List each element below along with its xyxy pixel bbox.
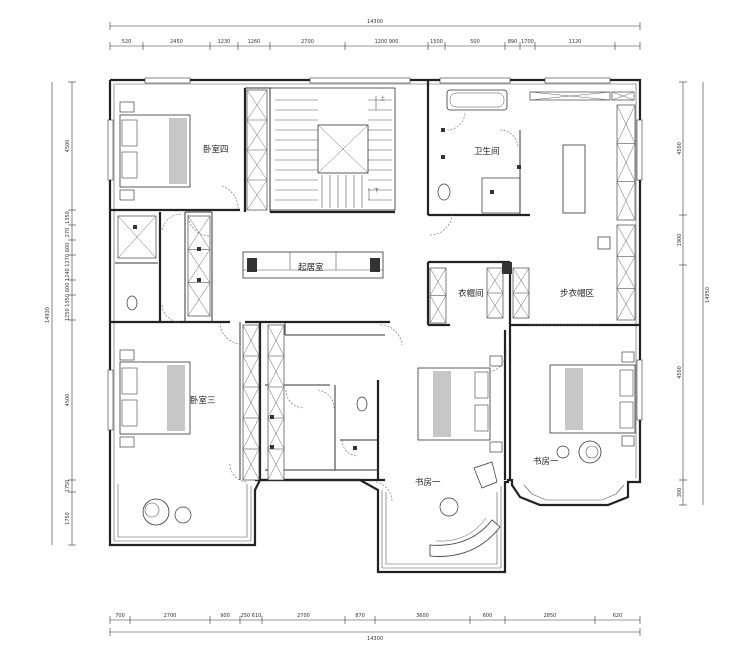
dim-left-segment: 270: [65, 228, 71, 238]
curved-sofa: [429, 461, 501, 557]
dim-left-segment: 600: [65, 283, 71, 293]
dimension-right: 14950 4500 1900 4500 300: [677, 81, 711, 506]
cloak-stool: [597, 236, 611, 250]
cabinets: [117, 89, 636, 481]
dim-left-segment: 1350: [65, 211, 71, 224]
bathtub: [446, 89, 508, 111]
dim-left-segment: 1250 1350: [65, 294, 71, 321]
dim-bottom-segment: 250 610: [241, 613, 262, 619]
dim-left-segment: 4500: [65, 140, 71, 153]
dim-top-segment: 2700: [301, 39, 314, 45]
column: [502, 262, 512, 274]
label-bathroom: 卫生间: [474, 146, 500, 157]
dim-right-segment: 1900: [677, 234, 683, 247]
dim-top-segment: 520: [122, 39, 132, 45]
bed-study2: [549, 351, 636, 447]
exterior-walls: [107, 77, 643, 574]
dimension-bottom: 14300 700 2700 900 250 610 2700 870 3600 600 285…: [109, 613, 641, 642]
dim-bottom-segment: 700: [115, 613, 125, 619]
dim-top-segment: 500: [470, 39, 480, 45]
dim-left-segment: 1240 1270: [65, 254, 71, 281]
dim-bottom-segment: 620: [613, 613, 623, 619]
dim-bottom-segment: 2700: [297, 613, 310, 619]
dim-top-segment: 1500: [430, 39, 443, 45]
shower-box: [481, 177, 521, 214]
bay-chairs: [556, 440, 602, 464]
dim-top-segment: 2450: [170, 39, 183, 45]
dim-right-segment: 4500: [677, 142, 683, 155]
dim-left-segment: 600: [65, 243, 71, 253]
dim-bottom-segment: 2700: [164, 613, 177, 619]
dimension-top: 14300 520 2450 1230 1260 2700 1200 900 1500 500…: [109, 19, 641, 50]
dim-bottom-segment: 3600: [416, 613, 429, 619]
label-cloakroom: 步衣帽区: [560, 288, 595, 299]
dim-left-segment: 4500: [65, 394, 71, 407]
dim-bottom-segment: 2850: [544, 613, 557, 619]
dim-bottom-segment: 600: [483, 613, 493, 619]
stair-up-label: 上: [380, 95, 385, 102]
island-cabinet: [562, 144, 586, 214]
toilet-icons: [126, 183, 451, 412]
label-bedroom3: 卧室三: [190, 395, 216, 406]
dim-left-segment: 1750: [65, 512, 71, 525]
bed-bedroom3: [119, 349, 191, 448]
label-study2: 书房一: [533, 456, 559, 467]
dim-bottom-total: 14300: [367, 636, 383, 642]
dim-top-total: 14300: [367, 19, 383, 25]
label-study1: 书房一: [415, 477, 441, 488]
dim-left-segment: 1750: [65, 480, 71, 493]
label-closet: 衣帽间: [458, 288, 484, 299]
dim-top-segment: 1200 900: [375, 39, 399, 45]
dim-right-segment: 4500: [677, 366, 683, 379]
balcony-table: [142, 498, 192, 526]
sink-icons: [133, 128, 521, 450]
label-bedroom4: 卧室四: [203, 144, 229, 155]
dim-top-segment: 1260: [248, 39, 261, 45]
sofa-living: [242, 251, 384, 279]
dim-top-segment: 1230: [218, 39, 231, 45]
bed-bedroom4: [119, 101, 191, 201]
dim-right-total: 14950: [705, 287, 711, 303]
dim-right-segment: 300: [677, 488, 683, 498]
dim-top-segment: 1120: [569, 39, 582, 45]
bed-study1: [417, 355, 503, 453]
staircase: 上 下: [269, 87, 396, 211]
dim-top-segment: 1700: [521, 39, 534, 45]
dim-bottom-segment: 900: [220, 613, 230, 619]
dim-top-segment: 890: [508, 39, 518, 45]
label-living: 起居室: [298, 262, 324, 273]
stair-down-label: 下: [374, 188, 379, 194]
dim-left-total: 14930: [45, 307, 51, 323]
doors: [161, 111, 600, 503]
dim-bottom-segment: 870: [355, 613, 365, 619]
